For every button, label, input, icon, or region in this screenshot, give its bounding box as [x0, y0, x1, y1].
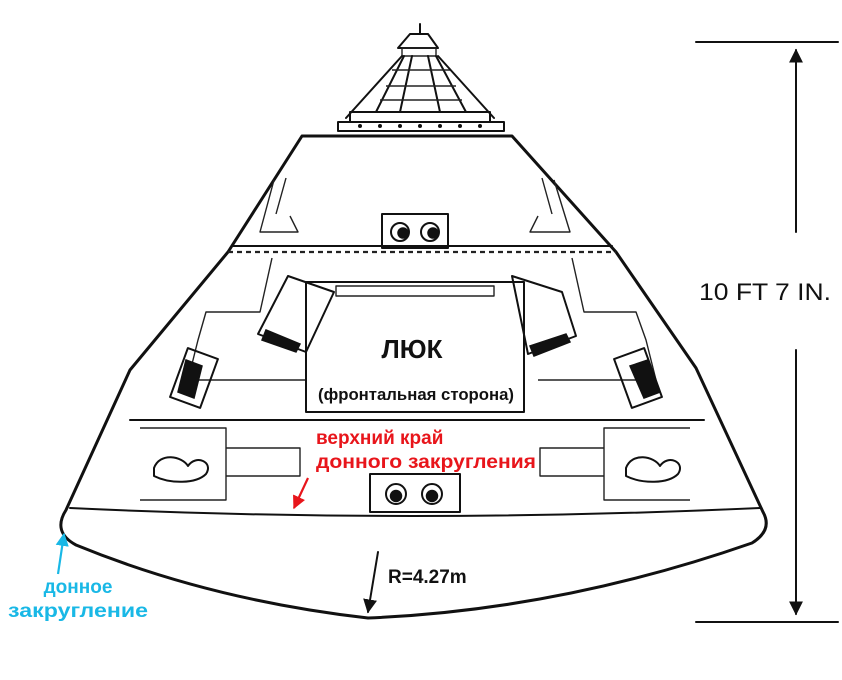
bottom-curve-arrow [55, 532, 69, 575]
mid-panels [169, 257, 663, 413]
bottom-curve-label-line1: донное [44, 577, 113, 598]
hatch-subtitle: (фронтальная сторона) [318, 385, 514, 404]
upper-edge-line [69, 507, 761, 517]
height-dimension-label: 10 FT 7 IN. [699, 279, 831, 306]
bottom-curve-label-line2: закругление [8, 601, 148, 622]
left-side-hatch [169, 347, 219, 409]
upper-panels [259, 177, 571, 249]
left-window [257, 275, 335, 353]
docking-probe [337, 23, 505, 132]
capsule-outline [59, 134, 768, 620]
upper-edge-label-line2: донного закругления [316, 452, 536, 473]
right-window [511, 275, 577, 357]
height-dimension [695, 41, 839, 623]
upper-edge-arrow [293, 477, 309, 510]
right-side-hatch [613, 347, 663, 409]
radius-arrow [363, 551, 379, 614]
upper-edge-label-line1: верхний край [316, 428, 443, 449]
radius-label: R=4.27m [388, 567, 467, 588]
lower-panels [140, 427, 690, 513]
hatch-title: ЛЮК [382, 334, 443, 364]
